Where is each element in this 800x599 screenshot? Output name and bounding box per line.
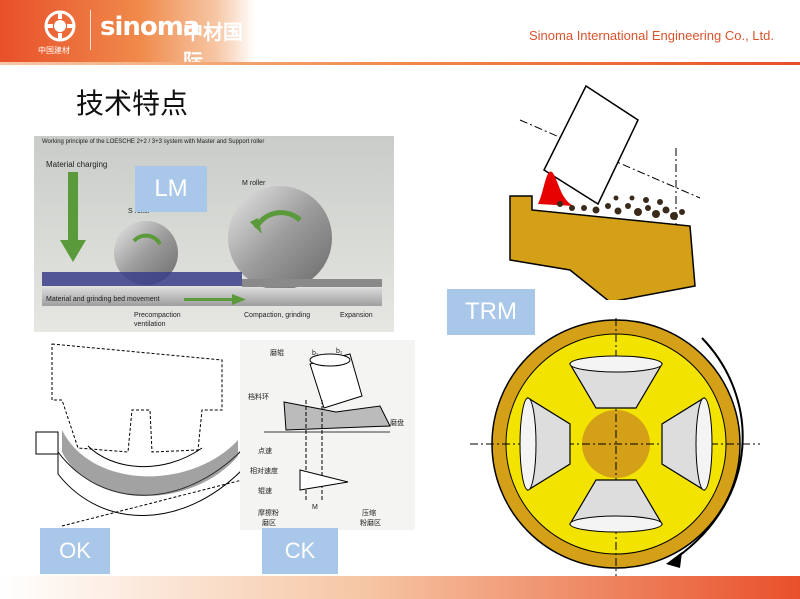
ok-material-bed — [62, 430, 238, 497]
m-roller-label: M roller — [242, 180, 266, 187]
ck-zone1-label-a: 摩擦粉 — [258, 510, 279, 517]
expansion-label: Expansion — [340, 312, 373, 319]
compaction-label: Compaction, grinding — [244, 312, 311, 319]
ck-dam-ring-label: 档料环 — [248, 394, 269, 401]
ok-nozzle — [35, 431, 59, 455]
logo-cn: 中材国际 — [183, 20, 243, 73]
logo-block: 中国建材 sinoma 中材国际 — [0, 0, 255, 73]
header-divider — [0, 62, 800, 65]
ck-zone2-label-b: 粉磨区 — [360, 520, 381, 527]
ok-housing — [51, 343, 223, 453]
ck-zone2-label-a: 压缩 — [362, 510, 376, 517]
ck-m-label: M — [312, 504, 318, 511]
material-layer — [42, 272, 242, 286]
m-roller — [228, 186, 332, 290]
ck-roll-speed-label: 辊速 — [258, 488, 272, 495]
lm-figure: Working principle of the LOESCHE 2+2 / 3… — [34, 136, 394, 332]
material-charging-label: Material charging — [46, 160, 108, 169]
ventilation-label: ventilation — [134, 321, 166, 328]
ck-table-label: 磨盘 — [390, 420, 404, 427]
page-title: 技术特点 — [76, 87, 189, 120]
ck-b2-label: b₂ — [336, 348, 343, 355]
company-name: Sinoma International Engineering Co., Lt… — [529, 28, 774, 43]
ck-point-speed-label: 点速 — [258, 448, 272, 455]
header: 中国建材 sinoma 中材国际 Sinoma International En… — [0, 0, 800, 73]
ok-roller-profile — [87, 445, 203, 467]
compacted-layer — [242, 279, 382, 287]
s-roller-arrow — [132, 233, 162, 246]
logo-divider — [90, 10, 91, 50]
charging-arrow-shaft — [68, 172, 78, 242]
ck-figure: 磨辊 b₁ b₂ 档料环 磨盘 点速 相对速度 辊速 M 摩擦粉 磨区 压缩 粉… — [240, 340, 415, 530]
trm-label: TRM — [447, 289, 535, 335]
ck-zone1-label-b: 磨区 — [262, 520, 276, 527]
precompaction-label: Precompaction — [134, 312, 181, 319]
ok-label: OK — [40, 528, 110, 574]
footer-bar — [0, 576, 800, 599]
trm-table — [509, 195, 696, 300]
s-roller — [114, 221, 178, 285]
pressure-curve — [538, 171, 574, 206]
lm-caption: Working principle of the LOESCHE 2+2 / 3… — [42, 139, 265, 145]
ok-base-line — [61, 479, 243, 527]
material-particles — [557, 195, 685, 220]
grinding-bed — [42, 288, 382, 306]
ck-speed-profile — [299, 469, 349, 491]
bed-arrow-head — [232, 294, 246, 305]
trm-roller — [543, 84, 639, 206]
rotation-arrowhead — [666, 552, 682, 568]
lm-diagram — [42, 172, 382, 306]
trm-top-diagram — [470, 318, 760, 578]
charging-arrow-head — [60, 240, 86, 262]
rotation-arrow — [675, 337, 744, 559]
ok-diagram — [35, 343, 243, 527]
bed-movement-label: Material and grinding bed movement — [46, 296, 160, 303]
logo-caption: 中国建材 — [38, 46, 70, 55]
ck-diagram — [264, 353, 391, 500]
logo-en: sinoma — [100, 12, 200, 42]
ck-relative-speed-label: 相对速度 — [250, 468, 278, 475]
m-roller-arrowhead — [250, 218, 262, 234]
trm-side-diagram — [509, 84, 701, 300]
lm-label: LM — [135, 166, 207, 212]
bed-arrow-shaft — [184, 298, 234, 301]
ck-label: CK — [262, 528, 338, 574]
ck-b1-label: b₁ — [312, 350, 319, 357]
ck-roller-label: 磨辊 — [270, 350, 284, 357]
sinoma-emblem-icon — [44, 10, 76, 42]
ck-table — [283, 401, 391, 431]
